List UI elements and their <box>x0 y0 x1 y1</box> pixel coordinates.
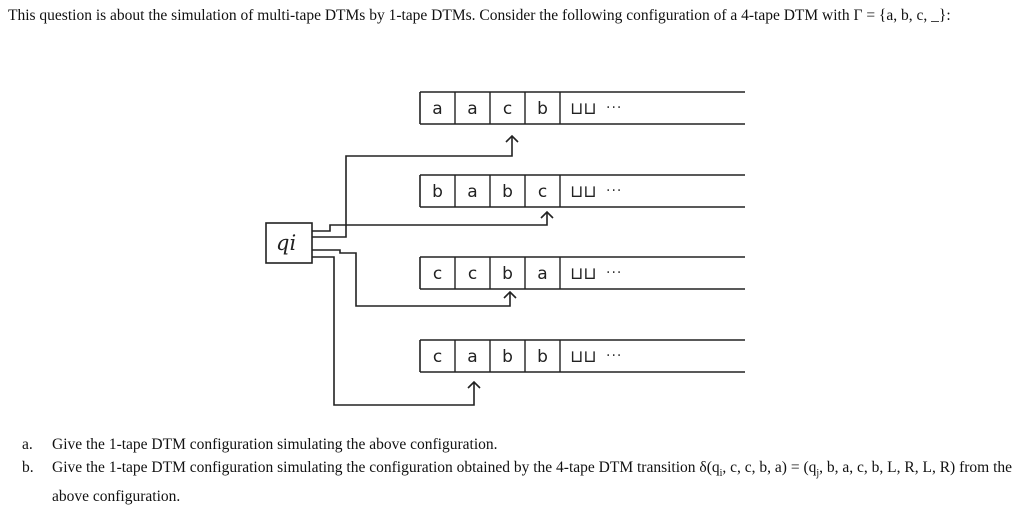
tape-cell-symbol: b <box>502 182 513 202</box>
tape-2: b a b c ⊔⊔ ··· <box>419 174 745 208</box>
question-b-sub-j: j <box>816 468 820 480</box>
tape-3: c c b a ⊔⊔ ··· <box>419 256 745 290</box>
tape-1: a a c b ⊔⊔ ··· <box>419 91 745 125</box>
ellipsis-mark: ··· <box>606 183 622 199</box>
ellipsis-mark: ··· <box>606 265 622 281</box>
question-a-label: a. <box>22 436 33 453</box>
tape-cell-symbol: b <box>537 347 548 367</box>
question-b: b. Give the 1-tape DTM configuration sim… <box>22 456 1022 508</box>
tape-cell-symbol: b <box>432 182 443 202</box>
blank-symbol: ⊔⊔ <box>570 182 597 202</box>
question-b-text-middle: , c, c, b, a) = (q <box>722 459 817 476</box>
tape-cell-symbol: b <box>502 347 513 367</box>
tape-cell-symbol: c <box>468 264 477 284</box>
tape-cell-symbol: c <box>538 182 547 202</box>
blank-symbol: ⊔⊔ <box>570 99 597 119</box>
question-b-text: Give the 1-tape DTM configuration simula… <box>52 456 1022 508</box>
ellipsis-mark: ··· <box>606 100 622 116</box>
question-b-sub-i: i <box>719 468 723 480</box>
tape-cell-symbol: a <box>537 264 547 284</box>
tape-cell-symbol: a <box>467 182 477 202</box>
question-a-text: Give the 1-tape DTM configuration simula… <box>52 436 498 453</box>
tape-cell-symbol: c <box>433 347 442 367</box>
tape-cell-symbol: a <box>432 99 442 119</box>
tape-cell-symbol: b <box>537 99 548 119</box>
blank-symbol: ⊔⊔ <box>570 264 597 284</box>
question-b-text-before: Give the 1-tape DTM configuration simula… <box>52 459 720 476</box>
question-b-text-after: , b, a, c, b, L, R, L, R) from the above… <box>52 459 1013 506</box>
state-box: qi <box>265 222 313 264</box>
tapes: a a c b ⊔⊔ ··· b a b c ⊔⊔ ··· c c b a ⊔⊔ ··· c a b b ⊔⊔ ··· <box>419 91 745 373</box>
blank-symbol: ⊔⊔ <box>570 347 597 367</box>
multitape-dtm-diagram: qi a a c b ⊔⊔ ··· b a b c ⊔⊔ ··· c c b a ⊔⊔ ··· c a b b ⊔⊔ ··· <box>265 91 745 406</box>
tape-cell-symbol: b <box>502 264 513 284</box>
question-b-label: b. <box>22 459 34 476</box>
question-a: a. Give the 1-tape DTM configuration sim… <box>22 433 1022 456</box>
tape-cell-symbol: a <box>467 347 477 367</box>
tape-cell-symbol: a <box>467 99 477 119</box>
question-list: a. Give the 1-tape DTM configuration sim… <box>22 433 1022 508</box>
intro-text: This question is about the simulation of… <box>8 7 951 24</box>
tape-cell-symbol: c <box>433 264 442 284</box>
tape-cell-symbol: c <box>503 99 512 119</box>
state-label: qi <box>276 231 296 255</box>
connector-lines <box>312 136 548 406</box>
ellipsis-mark: ··· <box>606 348 622 364</box>
state-box-frame <box>265 222 313 264</box>
head-arrows <box>467 134 554 389</box>
tape-4: c a b b ⊔⊔ ··· <box>419 339 745 373</box>
